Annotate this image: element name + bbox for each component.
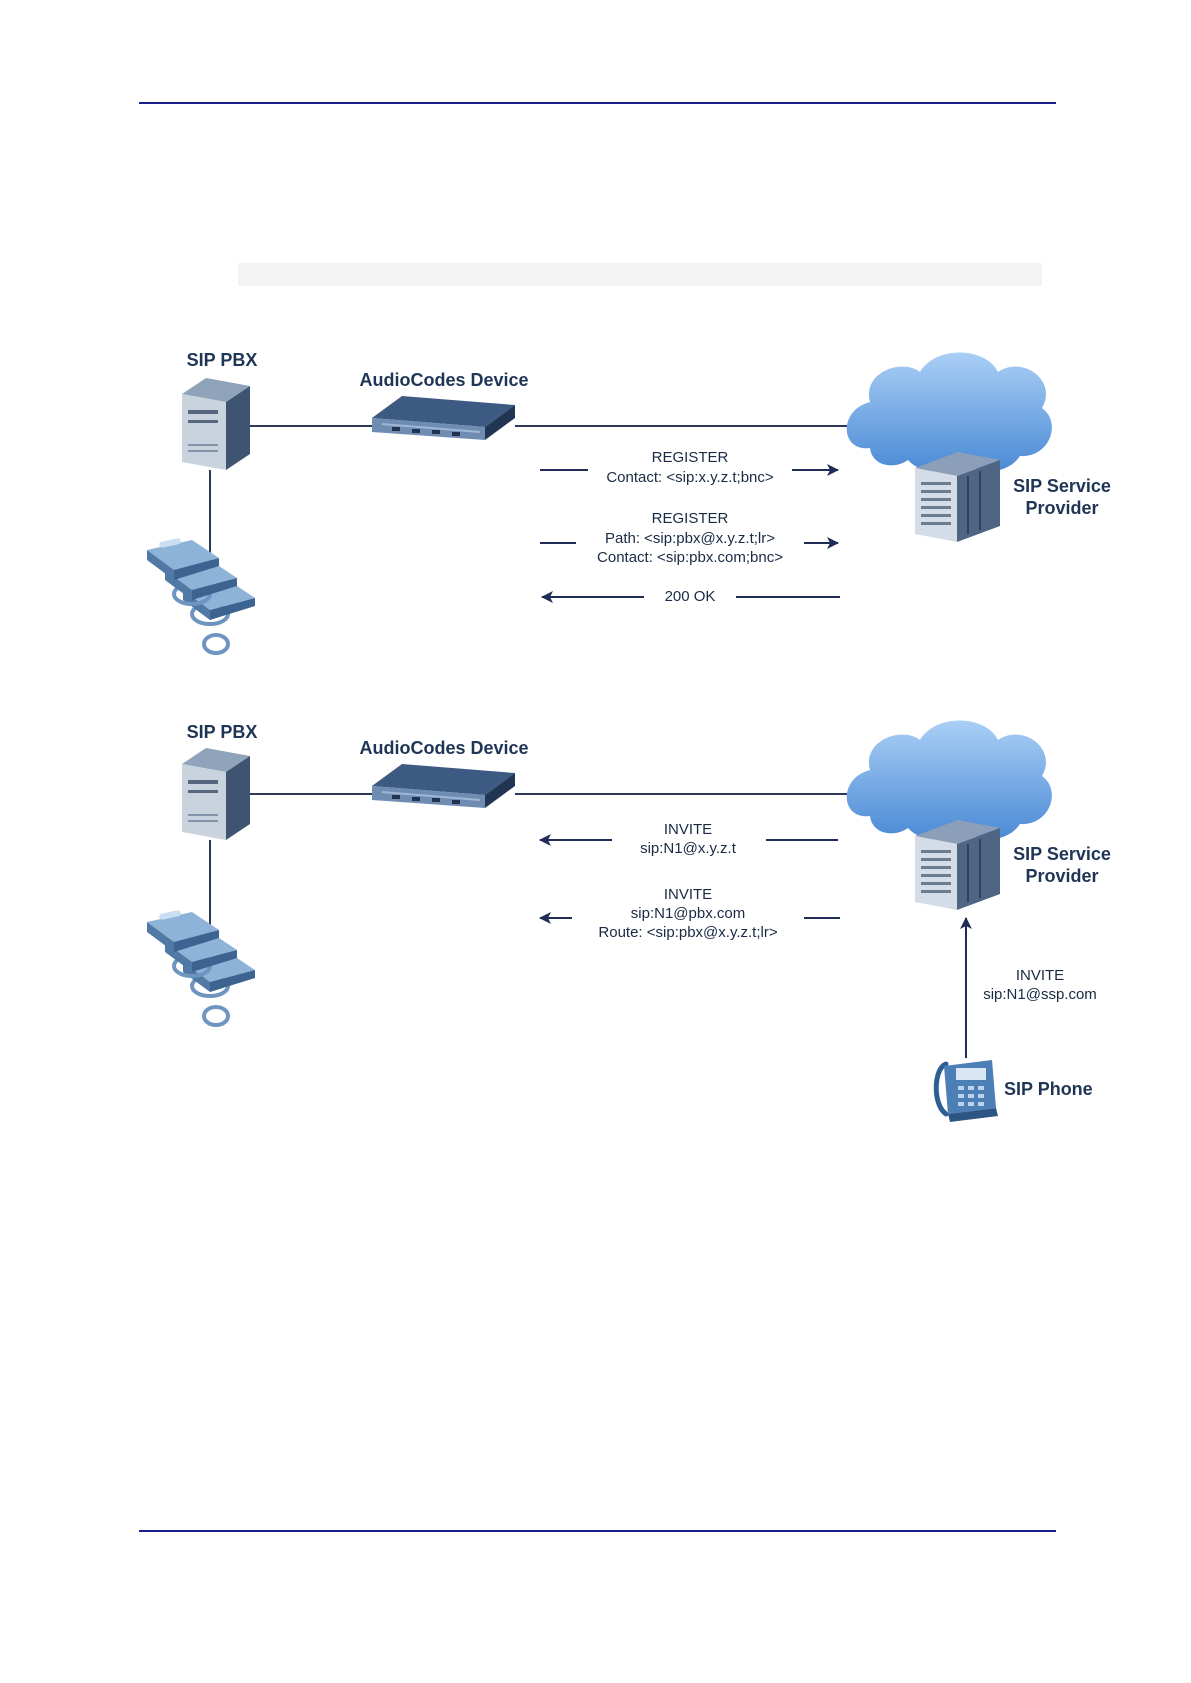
caption-bar: [238, 263, 1042, 286]
invite3-uri: sip:N1@ssp.com: [983, 986, 1097, 1003]
footer-rule: [139, 1530, 1056, 1532]
ip-phones-icon: [145, 535, 257, 655]
provider-cloud-icon: [845, 351, 1053, 543]
provider-label-line2: Provider: [1025, 498, 1098, 518]
pbx-server-icon: [182, 378, 250, 470]
audiocodes-device-icon: [371, 763, 516, 809]
invite2-method: INVITE: [664, 886, 712, 903]
device-label: AudioCodes Device: [359, 370, 528, 390]
register1-contact: Contact: <sip:x.y.z.t;bnc>: [606, 469, 774, 486]
sip-phone-icon: [933, 1060, 998, 1122]
pbx-label: SIP PBX: [187, 722, 258, 742]
invite2-uri: sip:N1@pbx.com: [631, 905, 745, 922]
provider-cloud-icon: [845, 719, 1053, 911]
invite1-method: INVITE: [664, 821, 712, 838]
ok-response: 200 OK: [665, 588, 716, 605]
invite1-uri: sip:N1@x.y.z.t: [640, 840, 737, 857]
provider-label-line2: Provider: [1025, 866, 1098, 886]
panel-invite: SIP PBX AudioCodes Device SIP Service Pr…: [145, 719, 1111, 1122]
pbx-server-icon: [182, 748, 250, 840]
ip-phones-icon: [145, 907, 257, 1027]
provider-label-line1: SIP Service: [1013, 844, 1111, 864]
invite3-method: INVITE: [1016, 967, 1064, 984]
header-rule: [139, 102, 1056, 104]
register2-path: Path: <sip:pbx@x.y.z.t;lr>: [605, 530, 775, 547]
sip-phone-label: SIP Phone: [1004, 1079, 1093, 1099]
panel-register: SIP PBX AudioCodes Device SIP Service Pr…: [145, 350, 1111, 655]
register2-method: REGISTER: [652, 510, 729, 527]
register1-method: REGISTER: [652, 449, 729, 466]
register2-contact: Contact: <sip:pbx.com;bnc>: [597, 549, 783, 566]
audiocodes-device-icon: [371, 395, 516, 441]
device-label: AudioCodes Device: [359, 738, 528, 758]
pbx-label: SIP PBX: [187, 350, 258, 370]
provider-label-line1: SIP Service: [1013, 476, 1111, 496]
invite2-route: Route: <sip:pbx@x.y.z.t;lr>: [598, 924, 777, 941]
